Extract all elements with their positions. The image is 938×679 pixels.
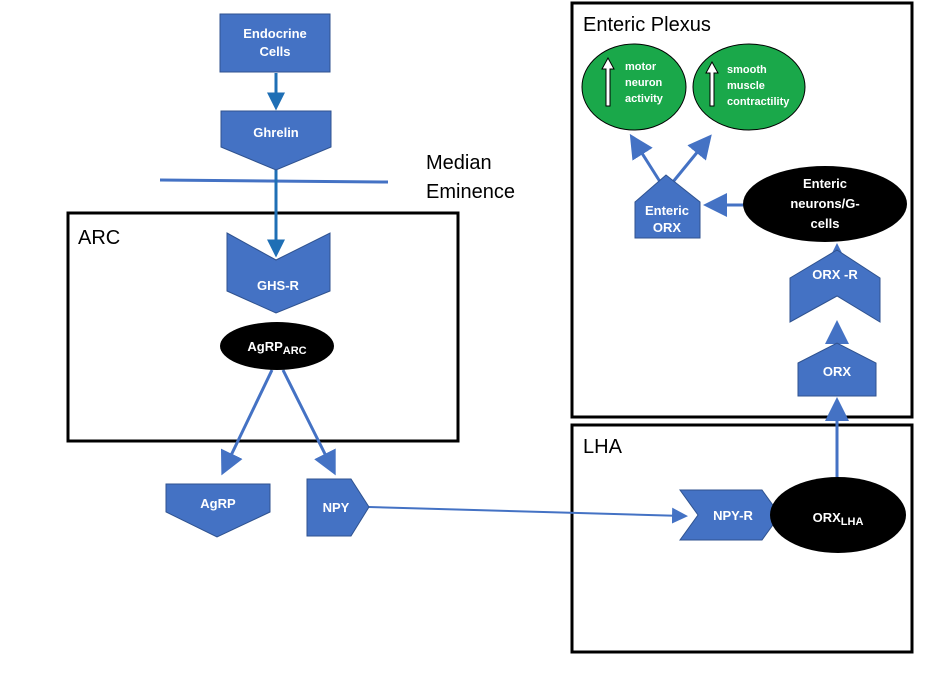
- npy-node: NPY: [306, 478, 370, 537]
- agrp-arc-node: AgRPARC: [220, 322, 334, 370]
- ghs-r-label: GHS-R: [257, 278, 300, 293]
- enteric-neurons-label-line3: cells: [811, 216, 840, 231]
- enteric-neurons-node: Enteric neurons/G- cells: [743, 166, 907, 242]
- orx-lha-label: ORXLHA: [813, 510, 864, 528]
- ghs-r-node: GHS-R: [226, 232, 331, 314]
- median-eminence-label-line2: Eminence: [426, 181, 515, 203]
- endocrine-cells-node: Endocrine Cells: [219, 13, 331, 73]
- smooth-muscle-label-line1: smooth: [727, 64, 767, 76]
- median-eminence: Median Eminence: [159, 152, 515, 203]
- enteric-plexus-box-title: Enteric Plexus: [583, 14, 711, 36]
- npy-r-node: NPY-R: [679, 489, 781, 541]
- orx-lha-node: ORXLHA: [770, 477, 906, 553]
- orx-node: ORX: [797, 342, 877, 397]
- orx-r-label: ORX -R: [812, 267, 858, 282]
- up-arrow-icon: [601, 56, 615, 107]
- agrp-node: AgRP: [165, 483, 271, 538]
- arrow-enteric-orx-to-smooth: [666, 134, 712, 189]
- agrp-arc-label: AgRPARC: [247, 339, 306, 357]
- ghrelin-label: Ghrelin: [253, 125, 299, 140]
- smooth-muscle-label-line2: muscle: [727, 80, 765, 92]
- endocrine-cells-label-line1: Endocrine: [243, 26, 307, 41]
- enteric-orx-label-line1: Enteric: [645, 203, 689, 218]
- motor-neuron-label-line3: activity: [625, 93, 664, 105]
- npy-r-label: NPY-R: [713, 508, 753, 523]
- agrp-label: AgRP: [200, 496, 236, 511]
- agrp-arc-main: AgRP: [247, 339, 283, 354]
- arrow-enteric-orx-to-motor: [629, 133, 666, 189]
- arrow-agrparc-to-agrp: [220, 369, 274, 476]
- npy-label: NPY: [323, 500, 350, 515]
- orx-r-node: ORX -R: [789, 249, 881, 323]
- median-eminence-label-line1: Median: [426, 152, 492, 174]
- enteric-orx-node: Enteric ORX: [634, 174, 701, 239]
- enteric-neurons-label-line1: Enteric: [803, 176, 847, 191]
- enteric-plexus-box: Enteric Plexus: [570, 1, 914, 419]
- arrows: [220, 73, 849, 524]
- endocrine-cells-label-line2: Cells: [259, 44, 290, 59]
- orx-lha-main: ORX: [813, 510, 842, 525]
- enteric-orx-label-line2: ORX: [653, 220, 682, 235]
- ghrelin-node: Ghrelin: [220, 110, 332, 171]
- arrow-agrparc-to-npy: [281, 369, 336, 476]
- enteric-neurons-label-line2: neurons/G-: [790, 196, 859, 211]
- smooth-muscle-label-line3: contractility: [727, 96, 790, 108]
- arc-box-title: ARC: [78, 227, 120, 249]
- smooth-muscle-contractility-node: smooth muscle contractility: [692, 43, 806, 131]
- lha-box: LHA: [570, 423, 914, 654]
- arrow-npy-to-npyr: [368, 506, 688, 524]
- motor-neuron-activity-node: motor neuron activity: [581, 43, 687, 131]
- orx-label: ORX: [823, 364, 852, 379]
- arc-box: ARC: [66, 211, 460, 443]
- motor-neuron-label-line2: neuron: [625, 77, 663, 89]
- orx-lha-sub: LHA: [841, 516, 864, 528]
- agrp-arc-sub: ARC: [283, 345, 307, 357]
- lha-box-title: LHA: [583, 436, 623, 458]
- up-arrow-icon: [705, 60, 719, 107]
- motor-neuron-label-line1: motor: [625, 61, 657, 73]
